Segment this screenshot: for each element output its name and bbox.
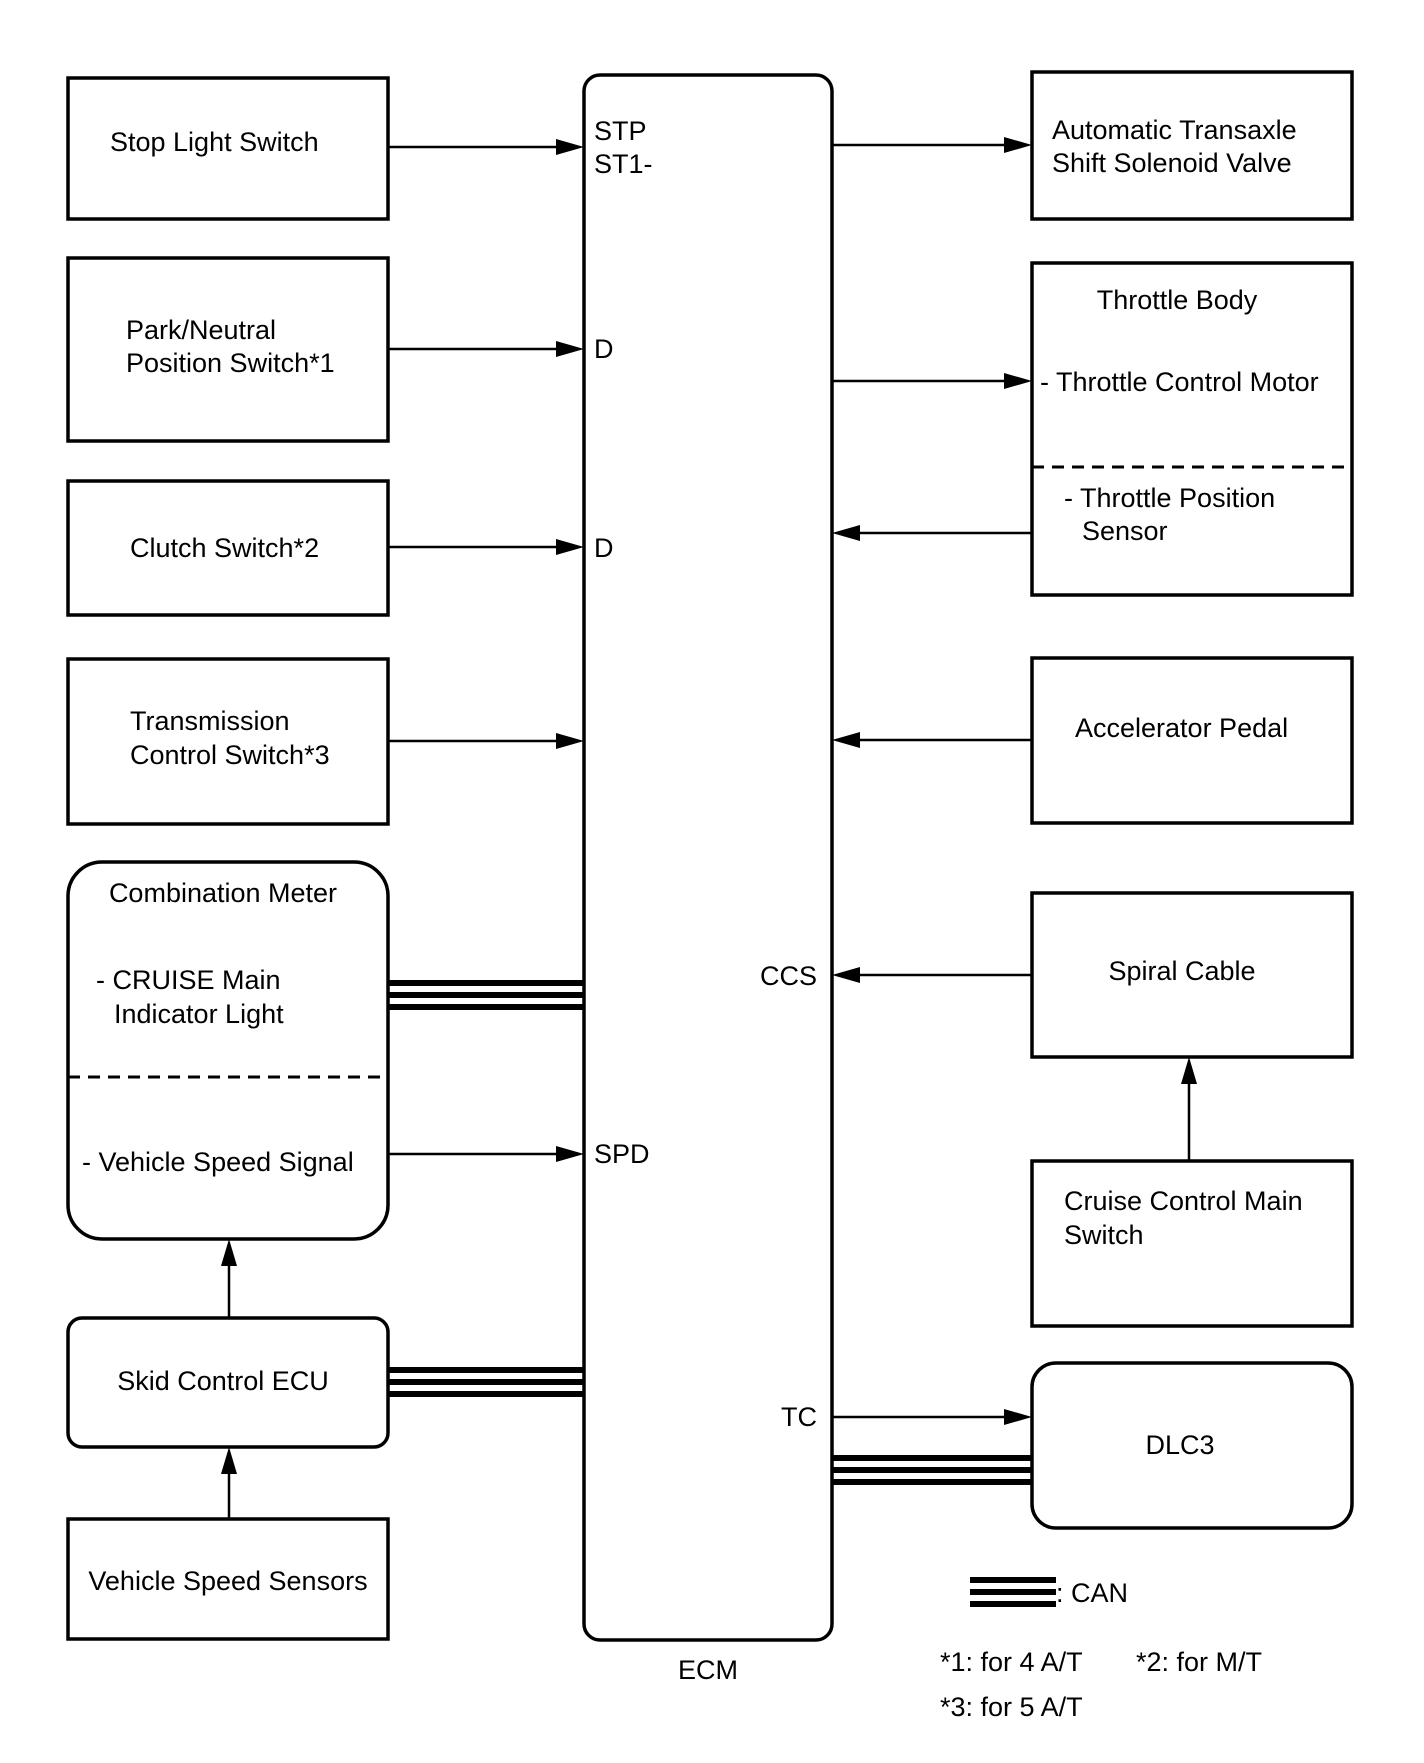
throttle-sensor-to-ecm-arrow [832,525,1032,541]
cruise-main-switch-label-line2: Switch [1064,1220,1144,1250]
throttle-body-block: Throttle Body - Throttle Control Motor -… [1030,261,1354,597]
vehicle-speed-sensors-block: Vehicle Speed Sensors [66,1517,390,1641]
cruise-indicator-label-line1: - CRUISE Main [96,965,281,995]
terminal-st1: ST1- [594,149,653,179]
clutch-switch-label: Clutch Switch*2 [130,533,319,563]
terminal-d-clutch: D [594,533,614,563]
can-legend-symbol [970,1577,1056,1607]
skid-ecu-to-combination-meter-arrow [221,1239,237,1318]
spiral-cable-to-ecm-arrow [832,967,1032,983]
shift-solenoid-label-line2: Shift Solenoid Valve [1052,148,1292,178]
speed-sensors-to-skid-ecu-arrow [221,1447,237,1519]
dlc3-block: DLC3 [1030,1361,1354,1530]
throttle-position-sensor-label-line2: Sensor [1082,516,1168,546]
vehicle-speed-signal-label: - Vehicle Speed Signal [82,1147,354,1177]
clutch-switch-to-ecm-arrow [388,539,584,555]
terminal-tc: TC [781,1402,817,1432]
throttle-position-sensor-label-line1: - Throttle Position [1064,483,1275,513]
can-legend-label: : CAN [1056,1578,1128,1608]
skid-control-ecu-can-bus [388,1367,584,1397]
accelerator-pedal-block: Accelerator Pedal [1030,656,1354,825]
spiral-cable-label: Spiral Cable [1108,956,1255,986]
spiral-cable-block: Spiral Cable [1030,891,1354,1059]
throttle-body-title: Throttle Body [1097,285,1258,315]
transmission-control-label-line1: Transmission [130,706,290,736]
cruise-main-switch-block: Cruise Control Main Switch [1030,1159,1354,1328]
terminal-d-park-neutral: D [594,334,614,364]
terminal-stp: STP [594,116,647,146]
clutch-switch-block: Clutch Switch*2 [66,479,390,617]
terminal-spd: SPD [594,1139,650,1169]
transmission-control-switch-block: Transmission Control Switch*3 [66,657,390,826]
combination-meter-block: Combination Meter - CRUISE Main Indicato… [66,860,390,1241]
transmission-control-label-line2: Control Switch*3 [130,740,330,770]
stop-light-switch-label: Stop Light Switch [110,127,319,157]
accelerator-pedal-label: Accelerator Pedal [1075,713,1288,743]
skid-control-ecu-block: Skid Control ECU [66,1316,390,1449]
cruise-main-switch-label-line1: Cruise Control Main [1064,1186,1303,1216]
throttle-control-motor-label: - Throttle Control Motor [1040,367,1319,397]
skid-control-ecu-label: Skid Control ECU [117,1366,329,1396]
ecm-to-throttle-motor-arrow [832,373,1032,389]
note-2: *2: for M/T [1136,1647,1262,1677]
shift-solenoid-label-line1: Automatic Transaxle [1052,115,1297,145]
ecm-tc-to-dlc3-arrow [832,1409,1032,1425]
stop-light-switch-to-ecm-arrow [388,139,584,155]
combination-meter-title: Combination Meter [109,878,337,908]
stop-light-switch-block: Stop Light Switch [66,76,390,221]
dlc3-label: DLC3 [1145,1430,1214,1460]
park-neutral-label-line1: Park/Neutral [126,315,276,345]
ecm-label: ECM [678,1655,738,1685]
vehicle-speed-signal-to-ecm-arrow [388,1146,584,1162]
cruise-indicator-label-line2: Indicator Light [114,999,284,1029]
terminal-ccs: CCS [760,961,817,991]
park-neutral-switch-block: Park/Neutral Position Switch*1 [66,256,390,443]
park-neutral-label-line2: Position Switch*1 [126,348,335,378]
shift-solenoid-valve-block: Automatic Transaxle Shift Solenoid Valve [1030,70,1354,221]
park-neutral-to-ecm-arrow [388,341,584,357]
note-1: *1: for 4 A/T [940,1647,1083,1677]
ecm-to-shift-solenoid-arrow [832,137,1032,153]
ecm-dlc3-can-bus [832,1455,1032,1485]
note-3: *3: for 5 A/T [940,1692,1083,1722]
accelerator-pedal-to-ecm-arrow [832,732,1032,748]
ecm-block: ECM STP ST1- D D CCS SPD TC [582,73,834,1685]
legend: : CAN *1: for 4 A/T *2: for M/T *3: for … [940,1577,1262,1722]
transmission-control-to-ecm-arrow [388,733,584,749]
combination-meter-can-bus [388,980,584,1010]
cruise-switch-to-spiral-cable-arrow [1181,1057,1197,1161]
vehicle-speed-sensors-label: Vehicle Speed Sensors [88,1566,367,1596]
